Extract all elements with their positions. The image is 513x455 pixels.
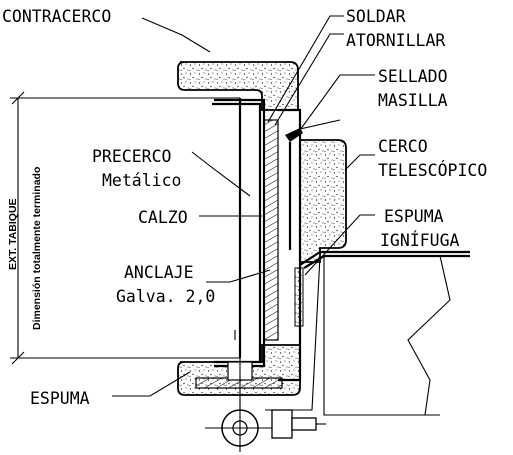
calzo-hatched	[263, 119, 279, 341]
label-precerco: PRECERCO	[92, 147, 171, 166]
hinge-pin-icon	[205, 400, 275, 452]
label-atornillar: ATORNILLAR	[346, 31, 445, 50]
precerco-profile	[212, 102, 262, 364]
label-metalico: Metálico	[102, 171, 181, 190]
espuma-ignifuga-strip	[294, 250, 470, 327]
side-screw	[271, 409, 326, 439]
label-masilla: MASILLA	[378, 91, 448, 110]
anclaje-bolt	[195, 358, 283, 416]
label-espuma: ESPUMA	[30, 389, 90, 408]
label-calzo: CALZO	[138, 208, 188, 227]
leader-lines	[112, 15, 375, 397]
label-telescopico: TELESCÓPICO	[378, 161, 487, 180]
label-soldar: SOLDAR	[346, 7, 406, 26]
sellado-nozzle	[285, 119, 341, 142]
contracerco-top-foam	[177, 61, 299, 111]
label-anclaje: ANCLAJE	[124, 263, 194, 282]
label-espuma-ignifuga-2: IGNÍFUGA	[380, 231, 460, 250]
label-dimension: Dimensión totalmente terminado	[31, 167, 43, 330]
label-cerco: CERCO	[378, 137, 428, 156]
cerco-telescopico-foam	[299, 139, 347, 263]
label-sellado: SELLADO	[378, 67, 448, 86]
label-contracerco: CONTRACERCO	[2, 7, 111, 26]
label-ext-tabique: EXT. TABIQUE	[7, 198, 19, 270]
label-galva: Galva. 2,0	[116, 287, 215, 306]
dimension-line	[10, 91, 240, 365]
label-espuma-ignifuga-1: ESPUMA	[384, 207, 444, 226]
wall-outline	[234, 98, 242, 358]
